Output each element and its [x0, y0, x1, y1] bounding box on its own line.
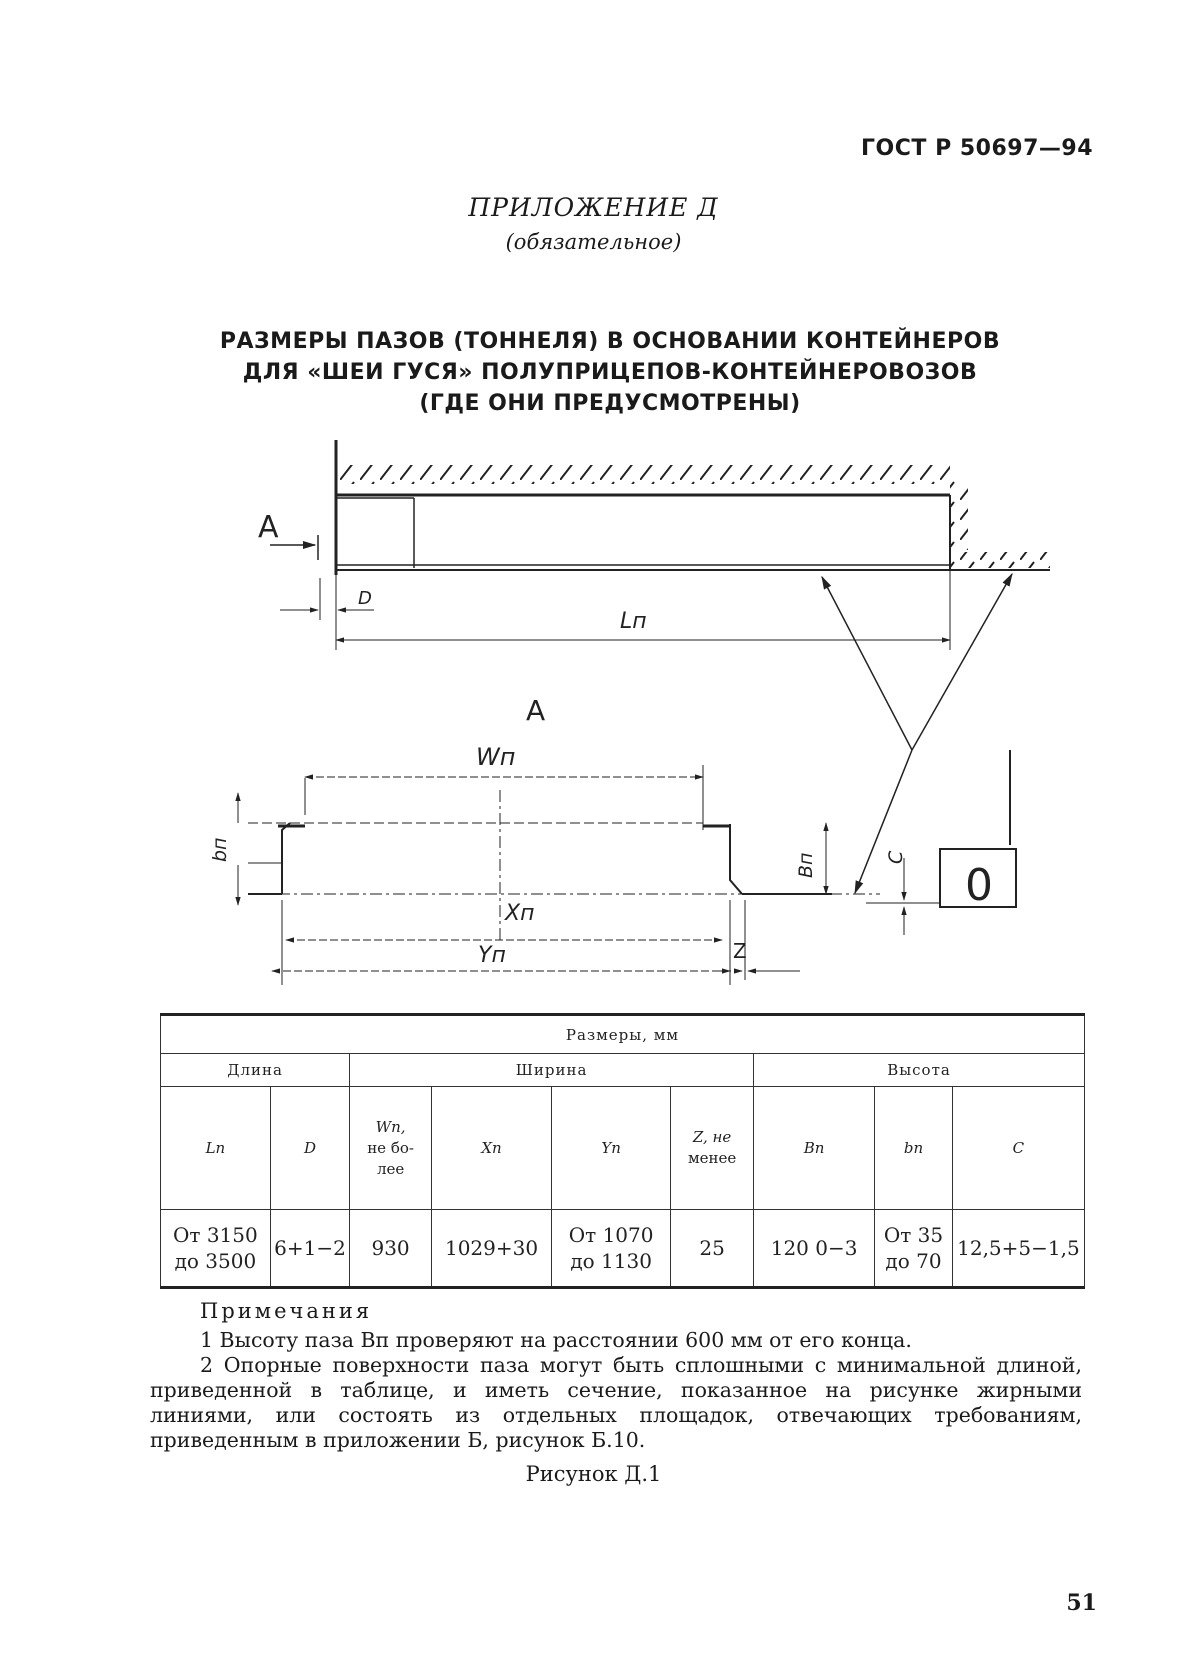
view-a-label: A: [526, 694, 545, 727]
title-line-3: (ГДЕ ОНИ ПРЕДУСМОТРЕНЫ): [419, 391, 801, 416]
standard-number: ГОСТ Р 50697—94: [861, 136, 1093, 161]
header-z-line2: менее: [687, 1149, 737, 1167]
header-wn-line1: Wn,: [375, 1117, 406, 1136]
appendix-title: ПРИЛОЖЕНИЕ Д: [468, 193, 719, 222]
cell-xn: 1029+30: [430, 1209, 553, 1289]
table-caption-row: Размеры, мм: [160, 1013, 1085, 1054]
header-wn-line2: не бо-: [367, 1138, 414, 1157]
yn-label: Yп: [478, 943, 506, 968]
table-group-row: Длина Ширина Высота: [159, 1053, 1085, 1087]
table-header-row: Ln D Wn, не бо- лее Xn Yn Z, не менее Bn…: [160, 1086, 1086, 1210]
technical-drawing: A D Lп A: [209, 440, 1050, 985]
group-width: Ширина: [349, 1053, 755, 1087]
header-wn: Wn, не бо- лее: [349, 1086, 432, 1210]
bn-small-label: bп: [209, 838, 231, 862]
bn-big-label: Bп: [795, 853, 817, 878]
cell-z: 25: [670, 1209, 755, 1289]
wn-label: Wп: [476, 743, 515, 771]
header-xn: Xn: [430, 1086, 553, 1210]
view-arrow-label: A: [258, 510, 279, 545]
group-length: Длина: [159, 1053, 351, 1087]
title-line-1: РАЗМЕРЫ ПАЗОВ (ТОННЕЛЯ) В ОСНОВАНИИ КОНТ…: [219, 329, 1001, 354]
z-label: Z: [733, 939, 747, 963]
cell-ln-line1: От 3150: [173, 1223, 258, 1247]
table-row: От 3150 до 3500 6+1−2 930 1029+30 От 107…: [160, 1209, 1086, 1289]
header-z-line1: Z, не: [692, 1128, 732, 1146]
notes-heading: Примечания: [200, 1299, 373, 1323]
cell-bn-small: От 35 до 70: [874, 1209, 953, 1289]
ln-label: Lп: [620, 609, 647, 634]
cell-wn: 930: [349, 1209, 432, 1289]
cell-bn-small-line1: От 35: [883, 1223, 944, 1247]
table-caption: Размеры, мм: [160, 1013, 1085, 1054]
o-block-label: 0: [965, 860, 993, 911]
group-height: Высота: [753, 1053, 1085, 1087]
header-c: C: [951, 1086, 1086, 1210]
dimensions-table: Размеры, мм Длина Ширина Высота Ln D Wn,…: [159, 1013, 1086, 1289]
header-bn: Bn: [753, 1086, 876, 1210]
side-view: [270, 440, 1050, 895]
cell-yn-line1: От 1070: [568, 1223, 654, 1247]
c-label: C: [885, 850, 907, 864]
d-label: D: [358, 588, 372, 609]
cell-ln: От 3150 до 3500: [160, 1209, 271, 1289]
title-line-2: ДЛЯ «ШЕИ ГУСЯ» ПОЛУПРИЦЕПОВ-КОНТЕЙНЕРОВО…: [242, 360, 978, 385]
cell-d: 6+1−2: [269, 1209, 351, 1289]
cell-yn: От 1070 до 1130: [551, 1209, 672, 1289]
notes-section: Примечания 1 Высоту паза Вп проверяют на…: [150, 1299, 1082, 1453]
note-2: 2 Опорные поверхности паза могут быть сп…: [150, 1353, 1082, 1452]
section-view: [235, 750, 1017, 985]
appendix-subtitle: (обязательное): [505, 230, 682, 254]
cell-bn-small-line2: до 70: [885, 1249, 942, 1273]
header-z: Z, не менее: [670, 1086, 755, 1210]
note-1: 1 Высоту паза Вп проверяют на расстоянии…: [200, 1328, 912, 1352]
xn-label: Xп: [504, 901, 534, 926]
header-d: D: [269, 1086, 351, 1210]
cell-ln-line2: до 3500: [174, 1249, 257, 1273]
page-number: 51: [1066, 1590, 1097, 1616]
header-yn: Yn: [551, 1086, 672, 1210]
cell-bn: 120 0−3: [753, 1209, 876, 1289]
header-ln: Ln: [160, 1086, 271, 1210]
header-bn-small: bn: [874, 1086, 953, 1210]
document-title: РАЗМЕРЫ ПАЗОВ (ТОННЕЛЯ) В ОСНОВАНИИ КОНТ…: [150, 326, 1070, 419]
cell-yn-line2: до 1130: [570, 1249, 652, 1273]
cell-c: 12,5+5−1,5: [951, 1209, 1086, 1289]
figure-caption: Рисунок Д.1: [525, 1462, 662, 1486]
header-wn-line3: лее: [376, 1159, 405, 1178]
